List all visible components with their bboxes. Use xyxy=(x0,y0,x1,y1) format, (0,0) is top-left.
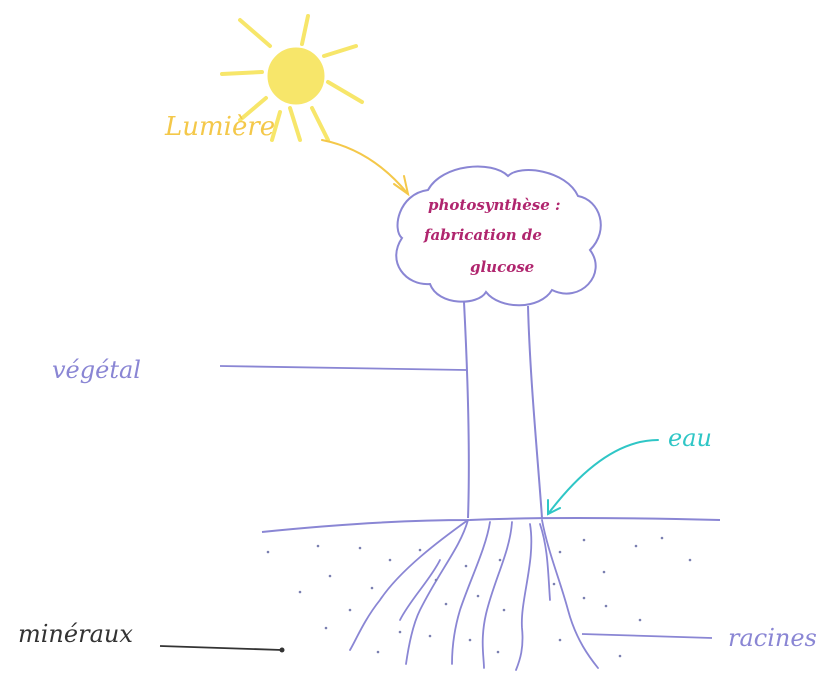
mineraux-pointer-line xyxy=(160,646,282,650)
mineraux-pointer-dot xyxy=(280,648,285,653)
light-arrow xyxy=(322,140,408,194)
trunk xyxy=(464,302,542,518)
ground-line xyxy=(262,518,720,532)
photosynthese-line-3: glucose xyxy=(470,258,534,276)
photosynthese-line-1: photosynthèse : xyxy=(428,196,561,214)
racines-label: racines xyxy=(728,624,817,652)
soil-dots xyxy=(267,537,692,658)
racines-pointer-line xyxy=(582,634,712,638)
roots xyxy=(350,520,598,670)
water-arrow xyxy=(548,440,658,514)
vegetal-label: végétal xyxy=(52,356,141,384)
vegetal-pointer-line xyxy=(220,366,466,370)
eau-label: eau xyxy=(668,424,712,452)
lumiere-label: Lumière xyxy=(164,112,275,142)
mineraux-label: minéraux xyxy=(18,620,133,648)
photosynthese-line-2: fabrication de xyxy=(423,226,542,244)
